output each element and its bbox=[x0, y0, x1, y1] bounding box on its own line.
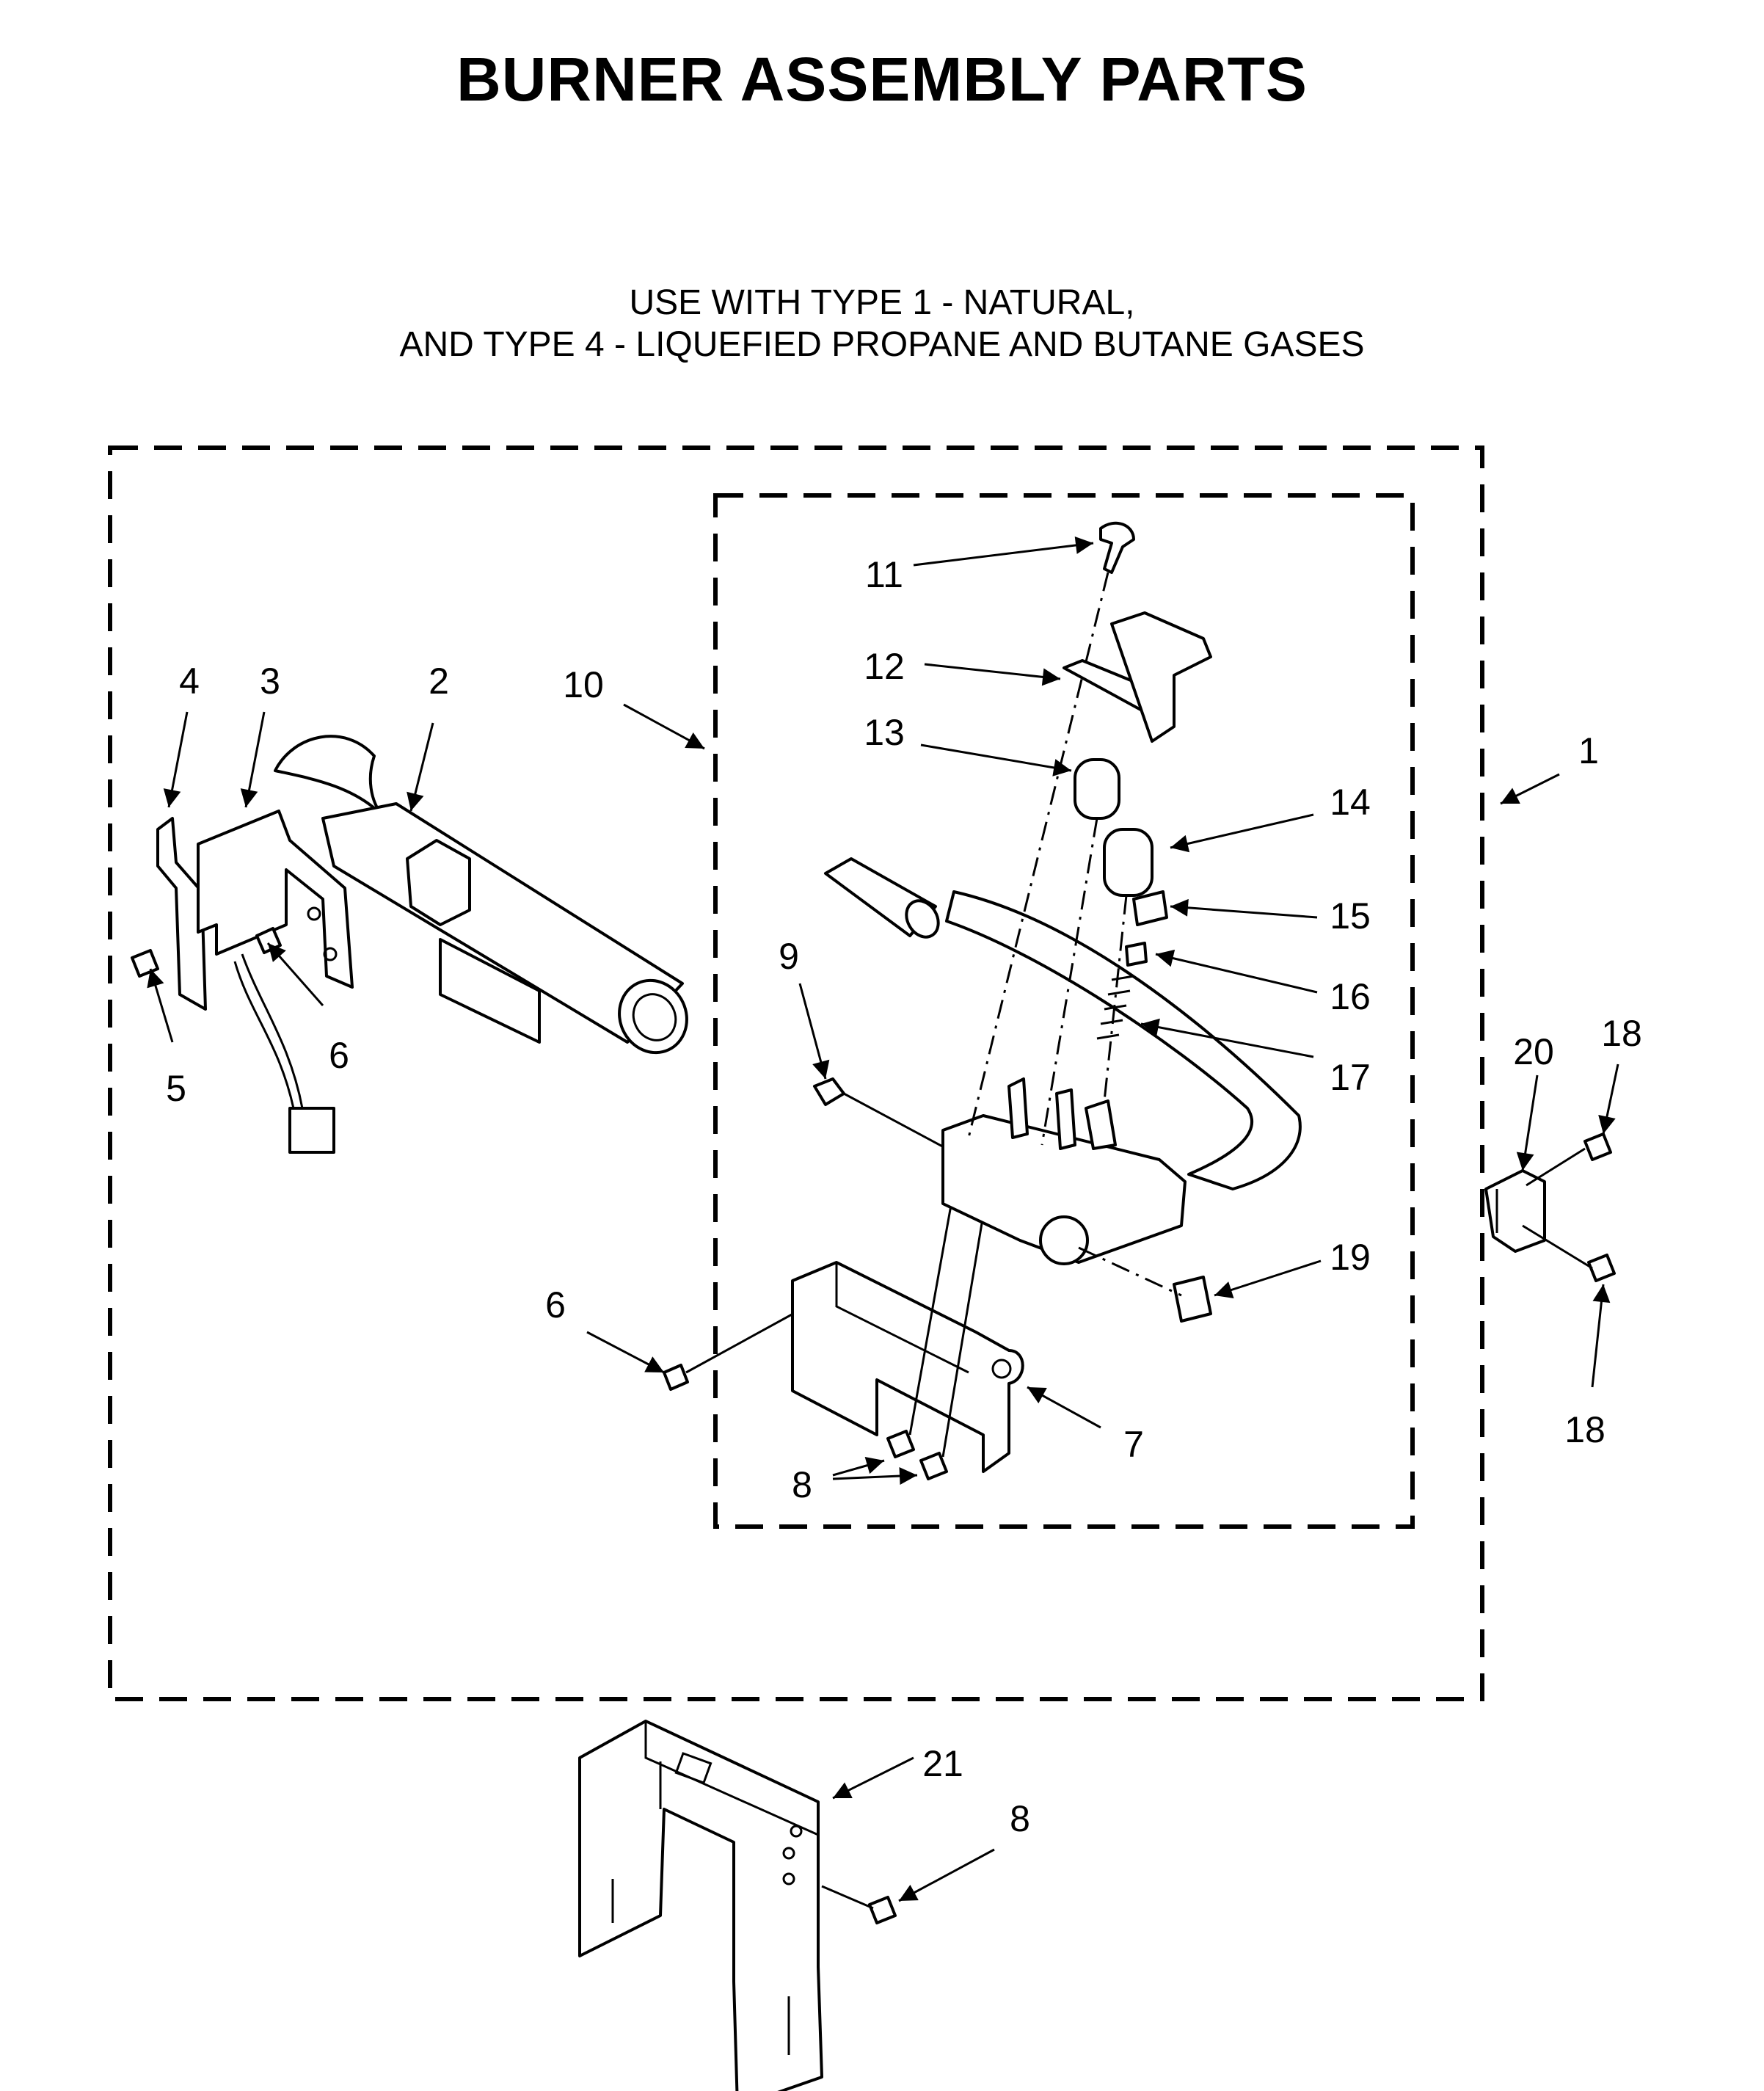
part-8-screw-bracket bbox=[821, 1885, 897, 1924]
part-5-screw bbox=[131, 949, 159, 978]
outer-assembly-boundary bbox=[108, 446, 1484, 1701]
subtitle-line-1: USE WITH TYPE 1 - NATURAL, bbox=[629, 283, 1135, 322]
part-3-mounting-plate bbox=[197, 810, 354, 989]
callout-11: 11 bbox=[865, 554, 903, 595]
callout-3: 3 bbox=[260, 661, 280, 702]
part-20-clip bbox=[1484, 1169, 1546, 1253]
callout-18a: 18 bbox=[1601, 1013, 1642, 1054]
callout-12: 12 bbox=[864, 646, 905, 687]
callout-15: 15 bbox=[1330, 895, 1371, 937]
part-12-coil-bracket bbox=[1063, 611, 1212, 743]
part-6-screw-lower bbox=[663, 1309, 801, 1391]
part-14-coil bbox=[1103, 828, 1153, 1102]
callout-7: 7 bbox=[1123, 1424, 1144, 1465]
wire-harness bbox=[233, 953, 335, 1154]
callout-13: 13 bbox=[864, 712, 905, 753]
callout-4: 4 bbox=[179, 661, 200, 702]
part-18-screw-upper bbox=[1526, 1132, 1612, 1187]
callout-14: 14 bbox=[1330, 782, 1371, 823]
callout-8a: 8 bbox=[792, 1464, 812, 1505]
part-11-screw bbox=[967, 521, 1135, 1138]
part-18-screw-lower bbox=[1522, 1224, 1616, 1282]
part-21-bracket bbox=[578, 1720, 823, 2091]
part-13-coil bbox=[1040, 758, 1120, 1146]
callout-8b: 8 bbox=[1010, 1798, 1030, 1839]
callout-18b: 18 bbox=[1564, 1409, 1606, 1450]
part-2-burner-tube bbox=[274, 735, 688, 1055]
callout-9: 9 bbox=[779, 936, 799, 977]
callout-numbers: 1 2 3 4 5 6 6 7 8 8 9 10 11 12 13 14 15 … bbox=[166, 554, 1642, 1839]
callout-21: 21 bbox=[922, 1743, 963, 1784]
part-8-screws-valve bbox=[886, 1188, 988, 1480]
callout-17: 17 bbox=[1330, 1057, 1371, 1098]
callout-6b: 6 bbox=[545, 1284, 566, 1325]
callout-10: 10 bbox=[563, 664, 604, 705]
part-15-cap bbox=[1132, 890, 1168, 926]
part-19-fitting bbox=[1078, 1246, 1212, 1323]
callout-1: 1 bbox=[1578, 730, 1599, 771]
subtitle-line-2: AND TYPE 4 - LIQUEFIED PROPANE AND BUTAN… bbox=[399, 325, 1365, 364]
igniter bbox=[824, 857, 940, 939]
callout-2: 2 bbox=[429, 661, 449, 702]
page-title: BURNER ASSEMBLY PARTS bbox=[456, 45, 1308, 114]
leader-lines bbox=[147, 537, 1619, 1902]
callout-5: 5 bbox=[166, 1068, 186, 1109]
callout-16: 16 bbox=[1330, 976, 1371, 1017]
part-16-plunger bbox=[1125, 942, 1148, 967]
callout-20: 20 bbox=[1513, 1031, 1554, 1072]
callout-6a: 6 bbox=[329, 1035, 349, 1076]
callout-19: 19 bbox=[1330, 1237, 1371, 1278]
part-9-orifice bbox=[813, 1077, 947, 1150]
gas-valve-body bbox=[941, 1077, 1187, 1265]
part-17-spring bbox=[1096, 975, 1134, 1040]
valve-assembly-boundary bbox=[713, 493, 1415, 1529]
part-4-bracket bbox=[156, 817, 207, 1011]
